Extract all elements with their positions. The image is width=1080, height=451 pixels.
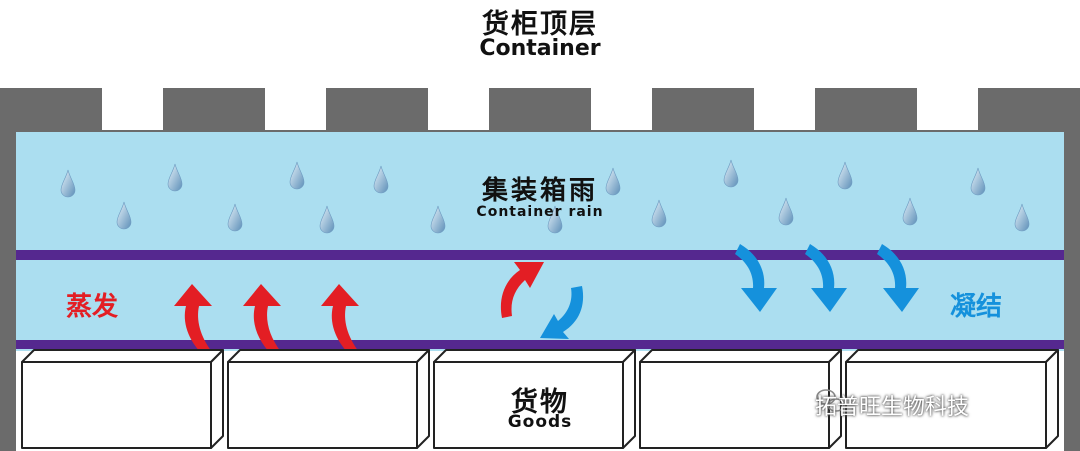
- condensation-arrow: [877, 244, 919, 312]
- goods-box: [433, 349, 636, 449]
- condensation-arrows: [735, 244, 919, 312]
- condensation-arrow: [805, 244, 847, 312]
- goods-box: [845, 349, 1059, 449]
- lower-band: [16, 340, 1064, 349]
- header-title-en: Container: [479, 36, 601, 61]
- wechat-icon: [816, 389, 845, 412]
- evaporation-label: 蒸发: [66, 292, 119, 322]
- watermark-text: 拓普旺生物科技: [815, 395, 970, 420]
- rain-label-en: Container rain: [476, 204, 604, 220]
- condensation-arrow: [735, 244, 777, 312]
- condensation-label: 凝结: [950, 292, 1003, 322]
- goods-label-en: Goods: [507, 412, 573, 432]
- cycle-arrow-up: [500, 262, 544, 318]
- goods-box: [21, 349, 224, 449]
- goods-label-cn: 货物: [511, 387, 569, 418]
- cycle-arrow-down: [540, 286, 584, 339]
- goods-box: [227, 349, 430, 449]
- evaporation-arrows: [174, 284, 359, 355]
- container-interior: [16, 132, 1064, 351]
- container-roof: [0, 88, 1080, 451]
- evaporation-arrow: [174, 284, 212, 355]
- upper-band: [16, 250, 1064, 260]
- evaporation-arrow: [243, 284, 281, 355]
- rain-label-cn: 集装箱雨: [481, 176, 598, 206]
- header-title-cn: 货柜顶层: [482, 9, 598, 40]
- evaporation-arrow: [321, 284, 359, 355]
- cycle-arrows: [500, 262, 584, 339]
- goods-boxes: [21, 349, 1059, 449]
